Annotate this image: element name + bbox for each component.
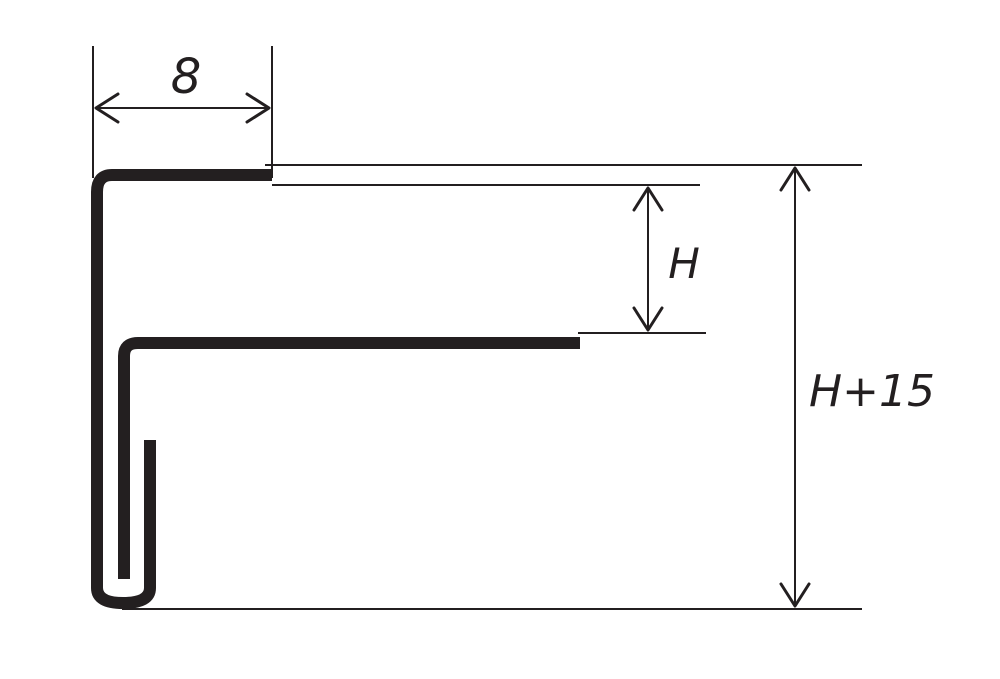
h-label: H xyxy=(668,239,700,288)
profile-inner-section xyxy=(118,337,580,579)
profile-outer-section xyxy=(91,169,272,609)
width-arrow-right xyxy=(245,92,271,124)
width-label: 8 xyxy=(171,49,202,105)
total-arrow-bottom xyxy=(779,582,811,608)
width-arrow-left xyxy=(94,92,120,124)
h-arrow-bottom xyxy=(632,306,664,332)
total-arrow-top xyxy=(779,166,811,192)
h-arrow-top xyxy=(632,186,664,212)
total-height-label: H+15 xyxy=(809,366,935,417)
